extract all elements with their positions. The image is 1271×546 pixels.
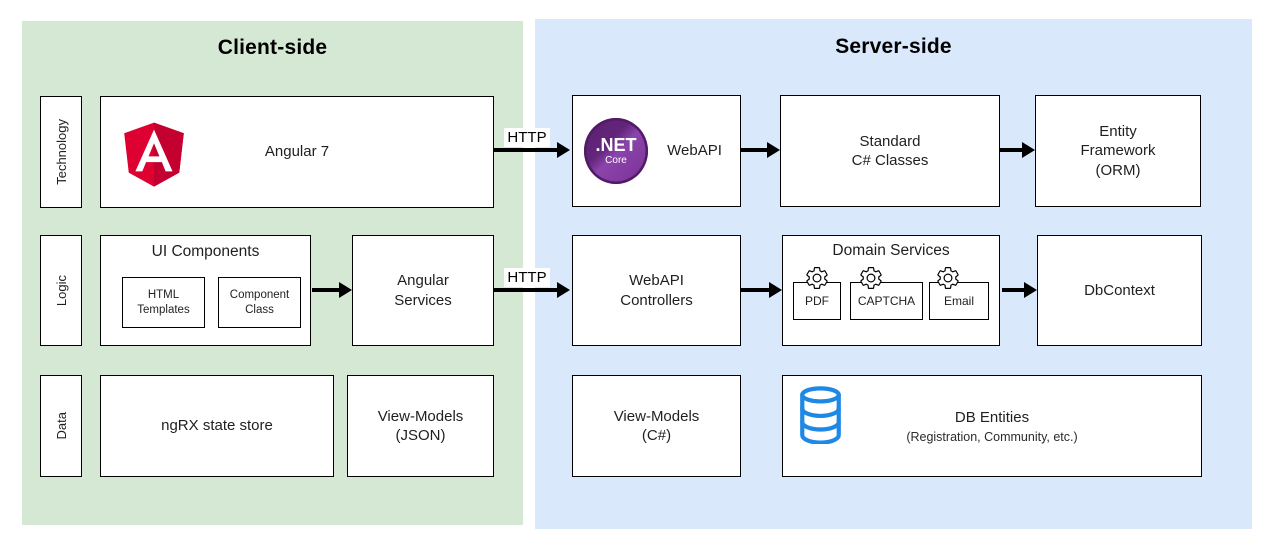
arrowhead-icon xyxy=(339,282,352,298)
ngrx-store-box: ngRX state store xyxy=(100,375,334,477)
component-class-label: Component Class xyxy=(229,289,290,316)
row-label-technology-text: Technology xyxy=(53,119,69,185)
db-entities-box: DB Entities (Registration, Community, et… xyxy=(782,375,1202,477)
gear-icon xyxy=(860,267,882,289)
server-panel-title: Server-side xyxy=(835,35,952,58)
view-models-cs-box: View-Models (C#) xyxy=(572,375,741,477)
arrow-webapi-to-classes xyxy=(741,142,780,158)
webapi-box: .NET Core WebAPI xyxy=(572,95,741,207)
http-arrow-technology xyxy=(494,142,570,158)
ui-components-box: UI Components HTML Templates Component C… xyxy=(100,235,311,346)
captcha-service-label: CAPTCHA xyxy=(857,293,916,308)
arrow-controllers-to-domain xyxy=(741,282,782,298)
angular-shield-icon xyxy=(124,122,184,187)
ui-components-title: UI Components xyxy=(151,243,260,260)
row-label-data: Data xyxy=(40,375,82,477)
row-label-logic: Logic xyxy=(40,235,82,346)
webapi-controllers-label: WebAPI Controllers xyxy=(620,272,693,309)
arrow-classes-to-ef xyxy=(1000,142,1035,158)
standard-classes-label: Standard C# Classes xyxy=(851,132,929,170)
gear-icon xyxy=(937,267,959,289)
db-entities-subtitle: (Registration, Community, etc.) xyxy=(906,430,1078,445)
webapi-label: WebAPI xyxy=(667,142,722,160)
email-service-box: Email xyxy=(929,282,989,320)
row-label-technology: Technology xyxy=(40,96,82,208)
http-label-technology: HTTP xyxy=(504,128,550,147)
arrow-domain-to-dbcontext xyxy=(1002,282,1037,298)
domain-services-title: Domain Services xyxy=(832,242,950,259)
arrowhead-icon xyxy=(1024,282,1037,298)
arrowhead-icon xyxy=(557,282,570,298)
db-entities-title: DB Entities xyxy=(954,408,1030,426)
client-panel-title: Client-side xyxy=(217,36,328,59)
email-service-label: Email xyxy=(943,293,974,308)
webapi-controllers-box: WebAPI Controllers xyxy=(572,235,741,346)
gear-icon xyxy=(806,267,828,289)
arrowhead-icon xyxy=(557,142,570,158)
arrowhead-icon xyxy=(769,282,782,298)
arrow-ui-to-services xyxy=(312,282,352,298)
arrowhead-icon xyxy=(767,142,780,158)
dotnet-logo-text: .NET xyxy=(595,134,637,155)
standard-classes-box: Standard C# Classes xyxy=(780,95,1000,207)
http-arrow-logic xyxy=(494,282,570,298)
http-label-logic: HTTP xyxy=(504,268,550,287)
view-models-json-label: View-Models (JSON) xyxy=(377,407,464,445)
row-label-data-text: Data xyxy=(53,412,69,440)
view-models-json-box: View-Models (JSON) xyxy=(347,375,494,477)
arrowhead-icon xyxy=(1022,142,1035,158)
angular-box: Angular 7 xyxy=(100,96,494,208)
pdf-service-label: PDF xyxy=(805,293,829,308)
database-cylinder-icon xyxy=(800,386,841,444)
html-templates-box: HTML Templates xyxy=(122,277,205,328)
dotnet-core-icon: .NET Core xyxy=(584,118,648,184)
angular-box-label: Angular 7 xyxy=(264,143,330,161)
dbcontext-box: DbContext xyxy=(1037,235,1202,346)
captcha-service-box: CAPTCHA xyxy=(850,282,923,320)
ngrx-store-label: ngRX state store xyxy=(161,417,273,435)
entity-framework-box: Entity Framework (ORM) xyxy=(1035,95,1201,207)
view-models-cs-label: View-Models (C#) xyxy=(613,407,700,445)
dotnet-core-text: Core xyxy=(605,154,627,166)
component-class-box: Component Class xyxy=(218,277,301,328)
angular-services-box: Angular Services xyxy=(352,235,494,346)
angular-services-label: Angular Services xyxy=(394,272,452,309)
entity-framework-label: Entity Framework (ORM) xyxy=(1080,122,1156,179)
html-templates-label: HTML Templates xyxy=(137,289,190,316)
dbcontext-label: DbContext xyxy=(1084,281,1155,299)
row-label-logic-text: Logic xyxy=(53,274,69,307)
domain-services-box: Domain Services PDF CAPTCHA Email xyxy=(782,235,1000,346)
